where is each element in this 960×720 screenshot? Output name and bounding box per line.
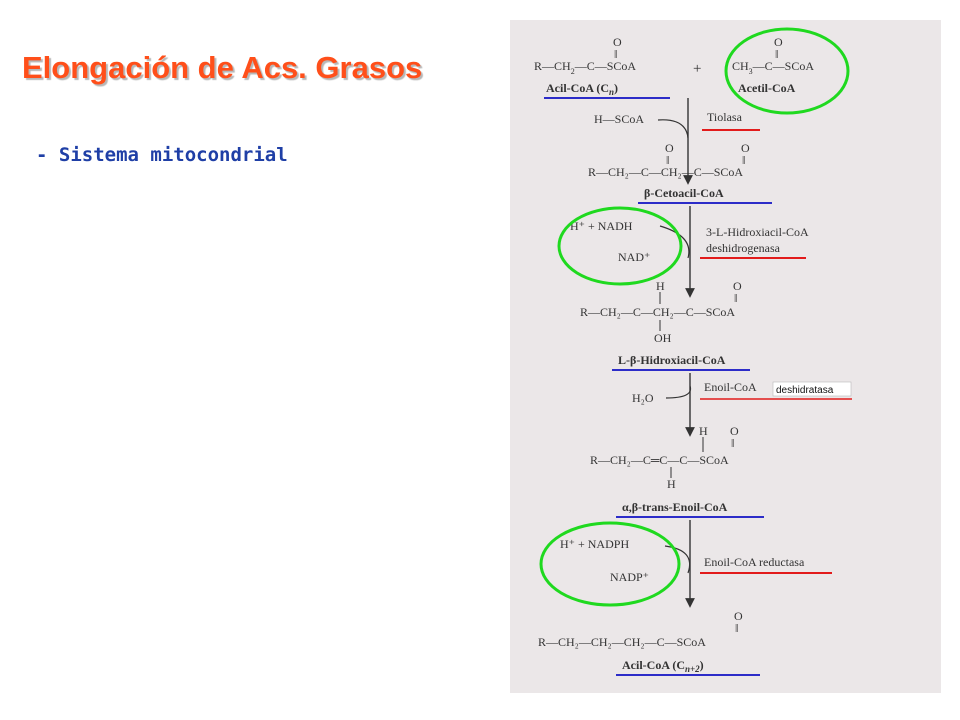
acyl-end-name: Acil-CoA (C: [622, 658, 685, 672]
hydroxyacyl-double-bond: ‖: [734, 291, 737, 305]
elongation-reaction-scheme: O ‖ R—CH2—C—SCoA Acil-CoA (Cn) + O ‖ CH3…: [510, 20, 941, 693]
acyl-start-name-sub: n: [609, 87, 614, 97]
acetyl-formula-left: CH: [732, 59, 749, 73]
enoyl-oxygen: O: [730, 424, 739, 438]
acyl-start-subscript: 2: [571, 67, 575, 76]
enoyl-name: α,β-trans-Enoil-CoA: [622, 500, 728, 514]
ketoacyl-oxygen-2: O: [741, 141, 750, 155]
step2-enzyme-line2: deshidrogenasa: [706, 241, 781, 255]
step2-reagents: H⁺ + NADH: [570, 219, 633, 233]
step2-product: NAD⁺: [618, 250, 650, 264]
ketoacyl-double-bond-1: ‖: [666, 153, 669, 167]
acetyl-subscript: 3: [749, 67, 753, 76]
acetyl-coa: O ‖ CH3—C—SCoA Acetil-CoA: [732, 35, 814, 95]
acyl-end-oxygen: O: [734, 609, 743, 623]
step4-reagents: H⁺ + NADPH: [560, 537, 629, 551]
acyl-end-name-sub: n+2: [685, 664, 700, 674]
step1-released: H—SCoA: [594, 112, 644, 126]
step4-enzyme: Enoil-CoA reductasa: [704, 555, 805, 569]
hydroxyacyl-coa: H O ‖ R—CH₂—C—CH₂—C—SCoA OH L-β-Hidroxia…: [580, 279, 742, 367]
acetyl-double-bond: ‖: [775, 47, 778, 61]
step4-curve: [664, 545, 691, 574]
step2-enzyme-line1: 3-L-Hidroxiacil-CoA: [706, 225, 809, 239]
acyl-start-double-bond: ‖: [614, 47, 617, 61]
hydroxyacyl-oxygen: O: [733, 279, 742, 293]
scheme-background: [510, 20, 941, 693]
bullet-sistema-mitocondrial: - Sistema mitocondrial: [36, 144, 288, 166]
plus-sign: +: [693, 61, 701, 77]
hydroxyacyl-formula: R—CH₂—C—CH₂—C—SCoA: [580, 305, 735, 319]
ketoacyl-double-bond-2: ‖: [742, 153, 745, 167]
step2-curve: [659, 225, 690, 259]
enoyl-bottom-h: H: [667, 477, 676, 491]
nadph-highlight-circle: [539, 521, 681, 607]
acyl-start-formula-left: R—CH: [534, 59, 571, 73]
enoyl-double-bond: ‖: [731, 436, 734, 450]
step3-released: H₂O: [632, 391, 654, 405]
acyl-start-oxygen: O: [613, 35, 622, 49]
ketoacyl-formula: R—CH₂—C—CH₂—C—SCoA: [588, 165, 743, 179]
hydroxyacyl-oh: OH: [654, 331, 672, 345]
ketoacyl-name: β-Cetoacil-CoA: [644, 186, 724, 200]
svg-text:CH3—C—SCoA: CH3—C—SCoA: [732, 59, 814, 76]
step1-enzyme: Tiolasa: [707, 110, 743, 124]
hydroxyacyl-name: L-β-Hidroxiacil-CoA: [618, 353, 726, 367]
step3-enzyme-box: [772, 381, 852, 397]
slide-title: Elongación de Acs. Grasos: [22, 50, 423, 85]
acyl-end-formula: R—CH₂—CH₂—CH₂—C—SCoA: [538, 635, 706, 649]
step3-curve: [665, 385, 692, 399]
svg-text:Acil-CoA (Cn+2): Acil-CoA (Cn+2): [622, 658, 704, 674]
acyl-start-formula-right: —C—SCoA: [574, 59, 637, 73]
step3-enzyme-box-text: deshidratasa: [776, 385, 834, 396]
acetyl-formula-right: —C—SCoA: [752, 59, 815, 73]
acyl-coa-start: O ‖ R—CH2—C—SCoA Acil-CoA (Cn): [534, 35, 636, 97]
nadh-highlight-circle: [557, 206, 683, 286]
acetyl-name: Acetil-CoA: [738, 81, 796, 95]
acyl-end-name-end: ): [700, 658, 704, 672]
hydroxyacyl-top-h: H: [656, 279, 665, 293]
enoyl-coa: H O ‖ R—CH₂—C═C—C—SCoA H α,β-trans-Enoil…: [590, 424, 739, 514]
acetyl-highlight-circle: [724, 27, 850, 115]
acyl-coa-end: O ‖ R—CH₂—CH₂—CH₂—C—SCoA Acil-CoA (Cn+2): [538, 609, 743, 674]
svg-text:R—CH2—C—SCoA: R—CH2—C—SCoA: [534, 59, 636, 76]
acyl-start-name-end: ): [614, 81, 618, 95]
ketoacyl-oxygen-1: O: [665, 141, 674, 155]
svg-text:Acil-CoA (Cn): Acil-CoA (Cn): [546, 81, 618, 97]
enoyl-top-h: H: [699, 424, 708, 438]
enoyl-formula: R—CH₂—C═C—C—SCoA: [590, 453, 729, 467]
step4-product: NADP⁺: [610, 570, 649, 584]
ketoacyl-coa: O ‖ O ‖ R—CH₂—C—CH₂—C—SCoA β-Cetoacil-Co…: [588, 141, 750, 200]
step1-curve: [657, 119, 689, 139]
acetyl-oxygen: O: [774, 35, 783, 49]
acyl-end-double-bond: ‖: [735, 621, 738, 635]
acyl-start-name: Acil-CoA (C: [546, 81, 609, 95]
step3-enzyme: Enoil-CoA: [704, 380, 757, 394]
